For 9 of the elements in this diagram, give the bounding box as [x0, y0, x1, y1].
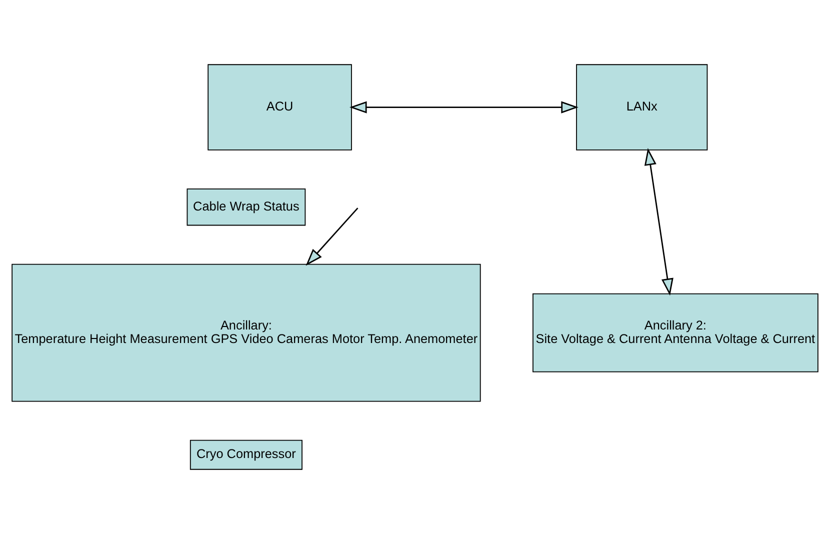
- node-box: Cryo Compressor: [190, 439, 302, 470]
- arrow: [306, 207, 358, 266]
- node-box: Ancillary: Temperature Height Measurement GPS Video Cameras Motor Temp. Anemometer: [12, 263, 481, 402]
- arrow: [350, 100, 578, 113]
- arrow: [644, 147, 674, 296]
- node-box: LANx: [576, 64, 708, 150]
- node-box: Cable Wrap Status: [186, 188, 306, 226]
- node-box: Ancillary 2: Site Voltage & Current Antenna Voltage & Current: [532, 292, 818, 372]
- node-box: ACU: [208, 64, 352, 150]
